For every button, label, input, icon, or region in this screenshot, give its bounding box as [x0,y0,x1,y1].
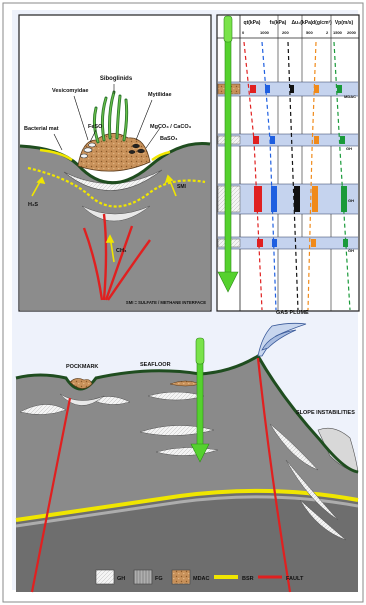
label-baso4: BaSO₄ [160,136,178,142]
label-gas-plume: GAS PLUME [276,310,309,316]
zone-label-gh-1: GH [346,146,352,151]
tick-200: 200 [282,30,289,35]
zone-gh-3 [218,237,358,249]
tick-2000: 2000 [347,30,357,35]
log-panel: qt(kPa) fs(kPa) Δu₂(kPa) d(g/cm³) Vp(m/s… [217,15,359,311]
header-fs: fs(kPa) [270,20,287,26]
label-mytilidae: Mytilidae [148,92,172,98]
label-feso: FeSO [88,124,103,130]
header-vp: Vp(m/s) [335,20,354,26]
inset-footnote: SMI = SULFATE / METHANE INTERFACE [126,300,206,305]
zone-label-gh-2: GH [348,198,354,203]
legend-gh-label: GH [117,576,125,582]
label-siboglinids: Siboglinids [100,76,133,82]
label-smi: SMI [177,184,187,190]
log-frame [217,15,359,311]
label-h2s: H₂S [28,202,38,208]
header-du2: Δu₂(kPa) [291,20,312,26]
inset-diagram: Siboglinids Vesicomyidae Mytilidae Bacte… [19,15,211,311]
label-bacterial-mat: Bacterial mat [24,126,59,132]
tick-500: 500 [306,30,313,35]
header-qt: qt(kPa) [244,20,261,26]
zone-gh-2 [218,184,358,214]
zone-gh-1 [218,134,358,146]
legend-fault-label: FAULT [286,576,304,582]
label-ch4: CH₄ [116,248,127,254]
zone-label-mdac: MDAC [344,94,356,99]
legend-fg-swatch [134,570,152,584]
label-mgco3: MgCO₃ / CaCO₃ [150,124,192,130]
legend-mdac-swatch [172,570,190,584]
tick-1500: 1500 [333,30,343,35]
legend-fg-label: FG [155,576,163,582]
label-slope-instabilities: SLOPE INSTABILITIES [296,410,355,416]
label-seafloor: SEAFLOOR [140,362,171,368]
zone-label-gh-3: GH [348,248,354,253]
tick-1000: 1000 [260,30,270,35]
legend-mdac-label: MDAC [193,576,210,582]
legend-gh-swatch [96,570,114,584]
label-vesicomyidae: Vesicomyidae [52,88,88,94]
label-pockmark: POCKMARK [66,364,98,370]
legend-bsr-label: BSR [242,576,254,582]
header-density: d(g/cm³) [312,20,332,26]
